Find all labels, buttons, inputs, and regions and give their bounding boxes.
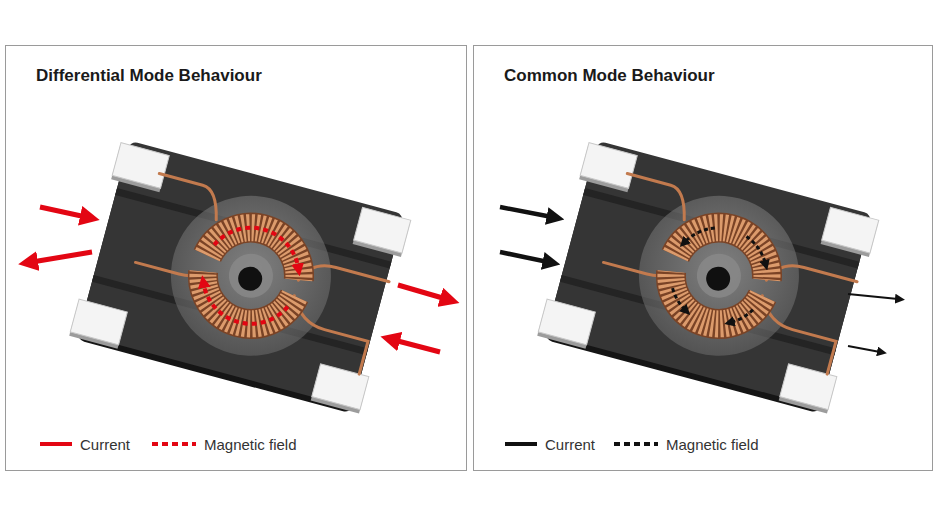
panel-box: Common Mode Behaviour xyxy=(473,45,933,471)
panel-box: Differential Mode Behaviour xyxy=(5,45,467,471)
legend-text: Magnetic field xyxy=(204,436,297,453)
legend-item: Magnetic field xyxy=(614,434,759,454)
panel-heading: Differential Mode Behaviour xyxy=(36,66,262,86)
legend-text: Current xyxy=(80,436,130,453)
legend-swatch xyxy=(614,434,658,454)
legend-item: Magnetic field xyxy=(152,434,297,454)
legend-swatch xyxy=(40,434,72,454)
legend-text: Magnetic field xyxy=(666,436,759,453)
legend-item: Current xyxy=(505,434,595,454)
legend-text: Current xyxy=(545,436,595,453)
legend-swatch xyxy=(505,434,537,454)
legend-item: Current xyxy=(40,434,130,454)
legend-swatch xyxy=(152,434,196,454)
panel-heading: Common Mode Behaviour xyxy=(504,66,715,86)
